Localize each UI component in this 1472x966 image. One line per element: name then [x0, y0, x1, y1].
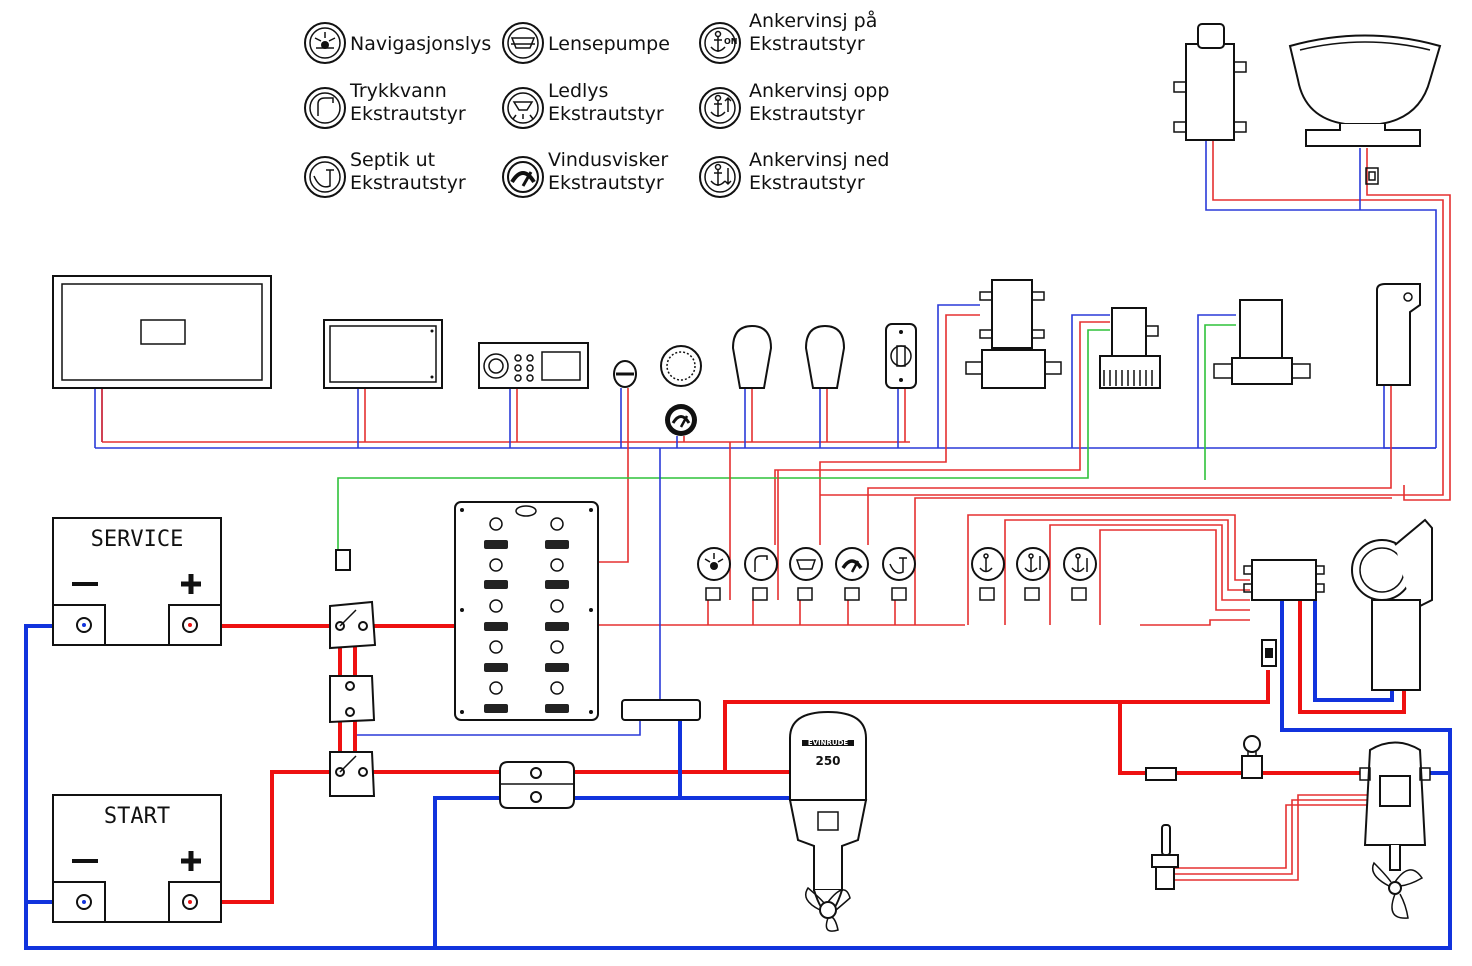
legend-navigation-light-icon: [304, 22, 346, 64]
negative-return-cable: [24, 600, 1452, 950]
bow-thruster: [1359, 741, 1431, 919]
switch-panel: [454, 501, 599, 721]
battery-switches: [329, 549, 377, 797]
chartplotter-small: [323, 319, 443, 389]
engine-fuse-box: [499, 761, 575, 809]
bilge-pump-icon: [789, 547, 823, 581]
wiper-motor: [1376, 283, 1421, 386]
legend-pressure-water-icon: [304, 87, 346, 129]
legend-anchor-winch-up-icon: [699, 87, 741, 129]
engine-brand: EVINRUDE: [808, 739, 849, 747]
thruster-switch: [1241, 735, 1263, 779]
legend-label-wiper: Vindusvisker: [548, 149, 668, 171]
legend-label-led-light: Ledlys: [548, 80, 608, 102]
anchor-winch-up-icon: [1016, 547, 1050, 581]
battery-switch-3: [329, 751, 376, 797]
legend-label-septic-out: Septik ut: [350, 149, 435, 171]
engine-horsepower: 250: [815, 754, 840, 768]
marine-toilet: [1288, 34, 1442, 185]
legend-septic-out-icon: [304, 156, 346, 198]
bilge-pump: [1099, 307, 1161, 389]
plus-icon: [181, 574, 201, 594]
shore-power-socket: [885, 323, 917, 389]
wiper-motor-icon: [665, 404, 697, 436]
anchor-winch-down-icon: [1063, 547, 1097, 581]
legend-label-anchor-winch-down: Ankervinsj ned: [749, 149, 889, 171]
circuit-breaker: [1261, 639, 1277, 667]
start-battery-label: START: [104, 804, 170, 829]
windlass-control-box: [1243, 559, 1325, 601]
chartplotter-large: [52, 275, 272, 389]
water-heater: [1173, 23, 1247, 141]
wiper-icon: [835, 547, 869, 581]
inline-fuse: [1145, 767, 1177, 781]
water-pump: [965, 279, 1062, 389]
septic-out-icon: [882, 547, 916, 581]
legend-anchor-winch-down-icon: [699, 156, 741, 198]
legend-sublabel-septic-out: Ekstrautstyr: [350, 172, 466, 194]
battery-switch-2: [329, 675, 376, 724]
legend-label-navigation-light: Navigasjonslys: [350, 33, 491, 55]
navigation-light-icon: [697, 547, 731, 581]
start-positive-cable: [190, 770, 338, 904]
legend-anchor-winch-on-icon: ON: [699, 22, 741, 64]
speaker: [660, 345, 702, 387]
switch-panel-buttons: [484, 517, 569, 713]
fuse-holder: [613, 360, 637, 388]
svg-text:ON: ON: [724, 37, 738, 46]
thruster-joystick: [1151, 824, 1179, 890]
legend-label-anchor-winch-on: Ankervinsj på: [749, 9, 877, 32]
thin-wiring: [94, 140, 1451, 881]
main-power-wiring: [24, 600, 1452, 950]
service-battery: SERVICE: [52, 517, 222, 646]
legend: Navigasjonslys Lensepumpe ON Ankervinsj …: [304, 9, 889, 198]
fuse-block: [621, 699, 701, 721]
service-battery-label: SERVICE: [91, 527, 184, 552]
legend-sublabel-anchor-winch-on: Ekstrautstyr: [749, 33, 865, 55]
legend-label-bilge-pump: Lensepumpe: [548, 33, 670, 55]
legend-label-anchor-winch-up: Ankervinsj opp: [749, 80, 889, 102]
start-battery: START: [52, 794, 222, 923]
legend-bilge-pump-icon: [502, 22, 544, 64]
pressure-water-icon: [744, 547, 778, 581]
anchor-winch-on-icon: [971, 547, 1005, 581]
outboard-engine: EVINRUDE 250: [788, 710, 868, 932]
battery-switch-1: [329, 600, 377, 650]
legend-sublabel-led-light: Ekstrautstyr: [548, 103, 664, 125]
plus-icon: [181, 851, 201, 871]
legend-sublabel-anchor-winch-up: Ekstrautstyr: [749, 103, 865, 125]
legend-wiper-icon: [502, 156, 544, 198]
rocker-switches: [697, 547, 1097, 601]
legend-sublabel-anchor-winch-down: Ekstrautstyr: [749, 172, 865, 194]
minus-icon: [72, 582, 98, 586]
stereo-radio: [478, 342, 589, 389]
legend-sublabel-pressure-water: Ekstrautstyr: [350, 103, 466, 125]
throttle-handle-2: [804, 324, 846, 389]
minus-icon: [72, 859, 98, 863]
septic-pump: [1213, 299, 1311, 385]
throttle-handle-1: [731, 324, 773, 389]
legend-sublabel-wiper: Ekstrautstyr: [548, 172, 664, 194]
relay-contacts: [705, 587, 1087, 601]
anchor-windlass: [1351, 518, 1433, 691]
legend-led-light-icon: [502, 87, 544, 129]
legend-label-pressure-water: Trykkvann: [349, 80, 447, 102]
